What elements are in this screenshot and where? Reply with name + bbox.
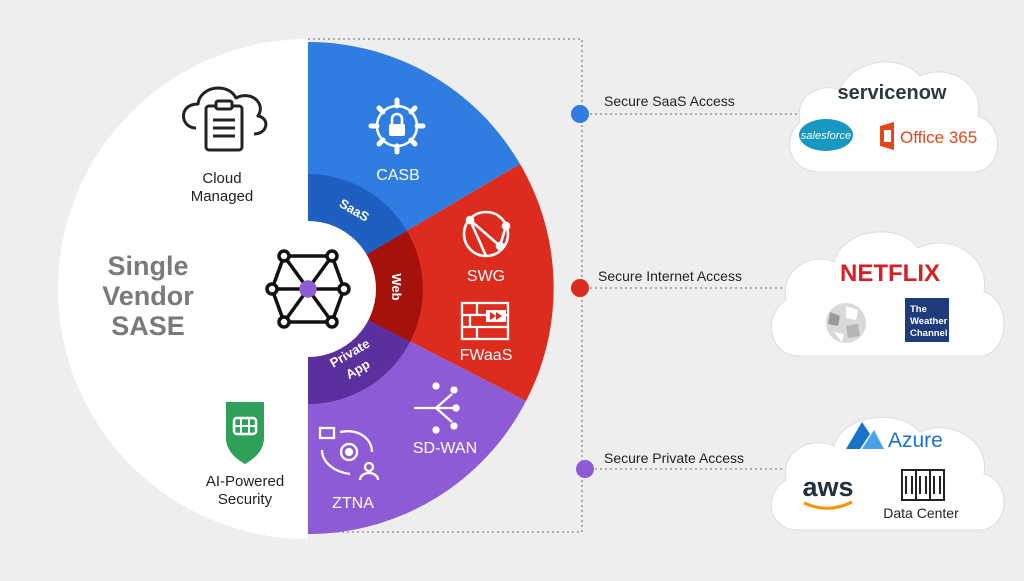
gear-lock-icon	[368, 97, 426, 155]
ai-security-label-1: AI-Powered	[206, 473, 284, 490]
security-shield-icon	[226, 402, 264, 464]
title-line-2: Vendor	[102, 281, 194, 311]
ztna-icon	[318, 426, 380, 481]
wikipedia-globe-icon	[826, 303, 866, 343]
internet-access-dot	[571, 279, 589, 297]
ztna-label: ZTNA	[332, 495, 374, 512]
firewall-icon	[460, 301, 510, 341]
office365-label: Office 365	[900, 128, 977, 147]
weather-label-2: Weather	[910, 316, 948, 327]
saas-access-dot	[571, 105, 589, 123]
data-center-label: Data Center	[883, 505, 959, 521]
aws-smile-icon	[803, 500, 853, 510]
office365-icon	[880, 122, 894, 150]
weather-channel-logo: The Weather Channel	[905, 298, 949, 342]
aws-logo: aws	[802, 472, 853, 502]
azure-icon	[846, 422, 884, 449]
title-line-1: Single	[107, 251, 188, 281]
internet-access-label: Secure Internet Access	[598, 268, 742, 284]
internet-cloud	[770, 231, 1005, 357]
salesforce-logo: salesforce	[799, 119, 853, 151]
netflix-logo: NETFLIX	[840, 260, 940, 287]
swg-label: SWG	[467, 268, 505, 285]
salesforce-label: salesforce	[801, 130, 851, 142]
cloud-managed-label-2: Managed	[191, 188, 254, 205]
casb-label: CASB	[376, 167, 420, 184]
globe-network-icon	[462, 210, 511, 258]
web-segment	[308, 164, 554, 401]
cloud-managed-icon	[182, 86, 268, 152]
private-access-label: Secure Private Access	[604, 450, 744, 466]
weather-label-1: The	[910, 304, 927, 315]
ai-security-label-2: Security	[218, 491, 273, 508]
saas-cloud	[789, 61, 998, 173]
azure-label: Azure	[888, 429, 943, 452]
data-center-icon	[901, 469, 945, 501]
network-hub-icon	[265, 249, 351, 329]
servicenow-logo: servicenow	[838, 82, 947, 104]
private-cloud	[770, 416, 1005, 531]
saas-access-label: Secure SaaS Access	[604, 93, 735, 109]
cloud-managed-label-1: Cloud	[202, 170, 241, 187]
fwaas-label: FWaaS	[460, 347, 513, 364]
weather-label-3: Channel	[910, 328, 947, 339]
sd-wan-label: SD-WAN	[413, 440, 477, 457]
sd-wan-icon	[414, 382, 460, 434]
private-access-dot	[576, 460, 594, 478]
title-line-3: SASE	[111, 311, 185, 341]
web-ring-label: Web	[389, 273, 404, 300]
